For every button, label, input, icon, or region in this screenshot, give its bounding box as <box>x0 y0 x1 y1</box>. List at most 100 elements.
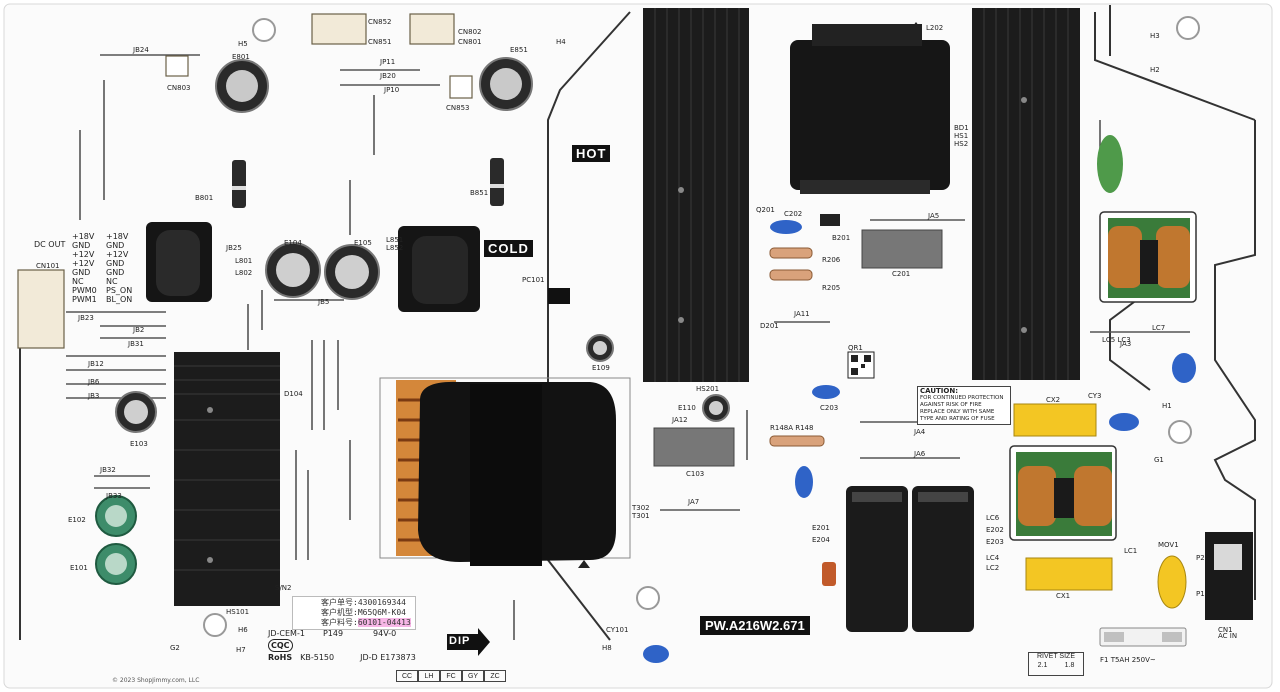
svg-text:E102: E102 <box>68 516 86 524</box>
dc-out-pin-label: GND <box>72 241 91 250</box>
svg-text:B201: B201 <box>832 234 850 242</box>
svg-text:JA11: JA11 <box>793 310 810 318</box>
svg-text:R148A R148: R148A R148 <box>770 424 813 432</box>
opto-coupler-pc101 <box>548 288 570 304</box>
part-number-sticker: 客户单号:4300169344 客户机型:M65Q6M-K04 客户料号:601… <box>292 596 416 630</box>
svg-text:JB33: JB33 <box>105 492 122 500</box>
emi-coil-top <box>1099 211 1197 303</box>
cert-ccc: CQC <box>268 639 293 652</box>
svg-text:CN1: CN1 <box>1218 626 1233 634</box>
svg-text:E104: E104 <box>284 239 302 247</box>
dc-out-pin-label: GND <box>106 268 125 277</box>
svg-text:CX1: CX1 <box>1056 592 1070 600</box>
blue-film-capacitors <box>643 220 1196 663</box>
svg-text:E110: E110 <box>678 404 696 412</box>
svg-text:JA12: JA12 <box>671 416 688 424</box>
svg-text:JP10: JP10 <box>383 86 399 94</box>
svg-text:JB2: JB2 <box>132 326 144 334</box>
dc-out-pin-label: NC <box>106 277 118 286</box>
sticker-line-1: 客户单号:4300169344 <box>321 598 406 607</box>
choke-l801 <box>146 222 212 302</box>
fuse-f1 <box>1099 627 1187 647</box>
svg-text:E109: E109 <box>592 364 610 372</box>
svg-text:G1: G1 <box>1154 456 1164 464</box>
caution-title: CAUTION: <box>920 387 959 395</box>
fuse-label: F1 T5AH 250V~ <box>1100 656 1156 664</box>
svg-text:CN101: CN101 <box>36 262 60 270</box>
svg-text:CN803: CN803 <box>167 84 191 92</box>
silkscreen-lines <box>19 5 1256 641</box>
svg-text:C202: C202 <box>784 210 802 218</box>
bulk-capacitors <box>846 486 974 632</box>
svg-text:JP11: JP11 <box>379 58 395 66</box>
diodes <box>232 158 840 226</box>
sticker-part-number: 60101-04413 <box>357 618 411 627</box>
svg-text:S/N2: S/N2 <box>275 584 292 592</box>
hot-label: HOT <box>572 145 611 162</box>
resistors <box>769 247 836 586</box>
svg-text:P2: P2 <box>1196 554 1205 562</box>
svg-text:D104: D104 <box>284 390 303 398</box>
connectors <box>17 13 473 349</box>
svg-text:PC101: PC101 <box>522 276 544 284</box>
svg-text:LC6: LC6 <box>986 514 1000 522</box>
svg-text:JA5: JA5 <box>927 212 939 220</box>
svg-text:L852: L852 <box>386 244 403 252</box>
dip-label: DIP <box>449 635 471 647</box>
ac-inlet-cn1 <box>1205 532 1253 620</box>
dc-out-label: DC OUT <box>34 240 66 249</box>
svg-text:C103: C103 <box>686 470 704 478</box>
rivet-size-cell: 2.1 <box>1037 662 1048 669</box>
svg-text:H8: H8 <box>602 644 612 652</box>
dc-out-pin-label: PWM0 <box>72 286 97 295</box>
dc-out-pin-label: PWM1 <box>72 295 97 304</box>
svg-text:HS101: HS101 <box>226 608 249 616</box>
cert-ul: 94V-0 <box>373 629 397 638</box>
svg-text:L851: L851 <box>386 236 403 244</box>
svg-text:Q201: Q201 <box>756 206 775 214</box>
cc-check-cell: ZC <box>484 670 506 682</box>
svg-text:E851: E851 <box>510 46 528 54</box>
grey-film-capacitors <box>653 229 943 467</box>
svg-text:D201: D201 <box>760 322 779 330</box>
cc-check-cell: GY <box>462 670 484 682</box>
x-capacitors <box>1013 403 1187 609</box>
sticker-line-3-prefix: 客户料号: <box>321 618 358 627</box>
svg-text:LC5 LC3: LC5 LC3 <box>1102 336 1131 344</box>
svg-text:JA7: JA7 <box>687 498 699 506</box>
svg-text:JB12: JB12 <box>87 360 104 368</box>
rivet-title: RIVET SIZE <box>1037 653 1075 660</box>
svg-text:E103: E103 <box>130 440 148 448</box>
svg-text:E201: E201 <box>812 524 830 532</box>
svg-text:JA3: JA3 <box>1119 340 1131 348</box>
svg-text:L202: L202 <box>926 24 943 32</box>
svg-text:L802: L802 <box>235 269 252 277</box>
svg-text:HS2: HS2 <box>954 140 968 148</box>
dc-out-pin-label: +18V <box>72 232 95 241</box>
svg-text:JA6: JA6 <box>913 450 926 458</box>
svg-text:JB6: JB6 <box>87 378 100 386</box>
svg-text:E202: E202 <box>986 526 1004 534</box>
bridge-rectifier-module <box>790 24 950 194</box>
ac-in-label: AC IN <box>1218 632 1238 640</box>
svg-text:E204: E204 <box>812 536 830 544</box>
cold-label: COLD <box>484 240 533 257</box>
svg-text:HS201: HS201 <box>696 385 719 393</box>
svg-text:P1: P1 <box>1196 590 1205 598</box>
svg-text:LC4: LC4 <box>986 554 1000 562</box>
svg-text:E105: E105 <box>354 239 372 247</box>
board-model-code: PW.A216W2.671 <box>700 616 810 635</box>
dc-out-pin-label: +18V <box>106 232 129 241</box>
electrolytic-capacitors <box>95 57 730 585</box>
